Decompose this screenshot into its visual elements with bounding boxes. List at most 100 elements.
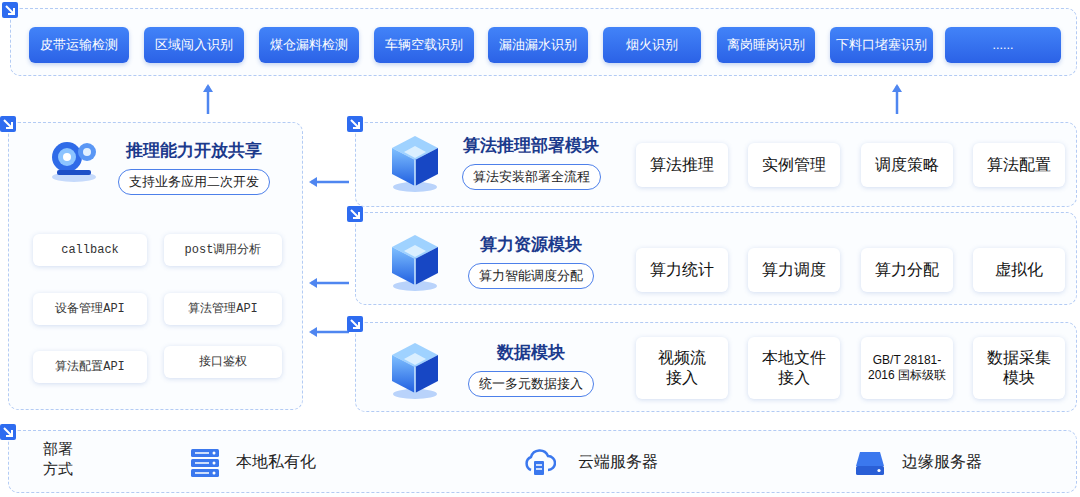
module-cube-icon	[386, 231, 444, 297]
function-box: 算法配置API	[33, 351, 147, 383]
module-cube-icon	[386, 132, 444, 198]
corner-marker	[347, 316, 363, 336]
module-panel: 推理能力开放共享支持业务应用二次开发callbackpost调用分析设备管理AP…	[8, 122, 303, 410]
function-box: callback	[33, 234, 147, 266]
icon-part	[351, 120, 359, 128]
icon-part	[414, 160, 416, 186]
icon-part	[856, 466, 884, 475]
icon-part	[404, 353, 426, 365]
icon-part	[58, 148, 76, 166]
icon-part	[0, 116, 16, 132]
icon-part	[856, 452, 884, 466]
box-text: 离岗睡岗识别	[727, 37, 805, 54]
box-text: 本地文件 接入	[761, 348, 827, 388]
icon-part	[6, 6, 14, 14]
function-box: 视频流 接入	[636, 337, 728, 399]
icon-part	[78, 143, 96, 161]
icon-part	[0, 424, 16, 440]
function-box: 算法推理	[636, 143, 728, 187]
box-text: 算力统计	[650, 260, 714, 280]
icon-part	[213, 462, 216, 465]
function-box: 设备管理API	[33, 293, 147, 325]
scenario-button: 烟火识别	[603, 27, 701, 63]
box-text: callback	[61, 243, 119, 258]
icon-part	[877, 469, 880, 472]
edge-server-icon	[854, 449, 886, 481]
flow-arrow	[896, 86, 899, 114]
box-text: 煤仓漏料检测	[270, 37, 348, 54]
module-header: 算力资源模块算力智能调度分配	[446, 233, 616, 289]
deployment-label: 边缘服务器	[902, 452, 982, 473]
module-panel: 算法推理部署模块算法安装部署全流程算法推理实例管理调度策略算法配置	[355, 122, 1077, 207]
corner-marker	[0, 116, 16, 136]
icon-part	[83, 148, 91, 156]
box-text: ......	[993, 38, 1014, 52]
function-box: GB/T 28181-2016 国标级联	[861, 337, 953, 399]
open-api-icon	[45, 135, 103, 187]
icon-part	[347, 316, 363, 332]
icon-part	[386, 231, 444, 293]
module-cube-icon	[386, 339, 444, 405]
icon-part	[0, 116, 16, 132]
scenario-button: 离岗睡岗识别	[717, 27, 815, 63]
function-box: 算法配置	[973, 143, 1065, 187]
box-text: 数据采集 模块	[986, 348, 1052, 388]
box-text: 漏油漏水识别	[499, 37, 577, 54]
icon-part	[386, 132, 444, 194]
icon-part	[347, 316, 363, 332]
flow-arrow	[311, 331, 349, 334]
function-box: 虚拟化	[973, 248, 1065, 292]
icon-part	[57, 170, 91, 175]
icon-part	[347, 206, 363, 222]
icon-part	[522, 448, 556, 478]
scenario-button: 煤仓漏料检测	[259, 27, 359, 63]
module-subtitle-pill: 统一多元数据接入	[468, 371, 594, 397]
icon-part	[347, 116, 363, 132]
icon-part	[414, 367, 416, 393]
box-text: 接口鉴权	[199, 355, 247, 370]
module-subtitle-pill: 支持业务应用二次开发	[118, 169, 270, 195]
box-text: GB/T 28181-2016 国标级联	[867, 353, 947, 383]
scenario-button: 车辆空载识别	[374, 27, 474, 63]
box-text: 区域闯入识别	[155, 37, 233, 54]
function-box: 算力调度	[748, 248, 840, 292]
box-text: 算法配置API	[55, 360, 125, 375]
box-text: 算力调度	[762, 260, 826, 280]
flow-arrow	[311, 181, 349, 184]
module-title: 数据模块	[446, 341, 616, 364]
function-box: 数据采集 模块	[973, 337, 1065, 399]
function-box: 本地文件 接入	[748, 337, 840, 399]
function-box: 算力统计	[636, 248, 728, 292]
icon-part	[351, 210, 359, 218]
box-text: 下料口堵塞识别	[836, 37, 927, 54]
icon-part	[536, 465, 542, 469]
module-panel: 算力资源模块算力智能调度分配 算力统计 算力调度 算力分配 虚拟化	[355, 212, 1077, 305]
module-subtitle-pill: 算法安装部署全流程	[462, 164, 601, 190]
module-panel: 皮带运输检测区域闯入识别煤仓漏料检测车辆空载识别漏油漏水识别烟火识别离岗睡岗识别…	[10, 8, 1077, 76]
box-text: 算法配置	[987, 155, 1051, 175]
box-text: 算力分配	[875, 260, 939, 280]
module-title: 算力资源模块	[446, 233, 616, 256]
corner-marker	[2, 2, 18, 22]
module-header: 数据模块统一多元数据接入	[446, 341, 616, 397]
icon-part	[63, 153, 71, 161]
box-text: 算法推理	[650, 155, 714, 175]
box-text: 算法管理API	[188, 302, 258, 317]
icon-part	[189, 448, 221, 478]
function-box: post调用分析	[164, 234, 282, 266]
scenario-button: ......	[945, 27, 1061, 63]
icon-part	[347, 206, 363, 222]
corner-marker	[0, 424, 16, 444]
box-text: post调用分析	[185, 243, 262, 258]
scenario-button: 区域闯入识别	[144, 27, 244, 63]
module-subtitle-pill: 算力智能调度分配	[468, 263, 594, 289]
box-text: 设备管理API	[55, 302, 125, 317]
function-box: 调度策略	[861, 143, 953, 187]
icon-part	[404, 146, 426, 158]
icon-part	[351, 320, 359, 328]
box-text: 虚拟化	[995, 260, 1043, 280]
icon-part	[347, 116, 363, 132]
icon-part	[45, 135, 103, 183]
deployment-label: 云端服务器	[578, 452, 658, 473]
module-header: 算法推理部署模块算法安装部署全流程	[446, 134, 616, 190]
